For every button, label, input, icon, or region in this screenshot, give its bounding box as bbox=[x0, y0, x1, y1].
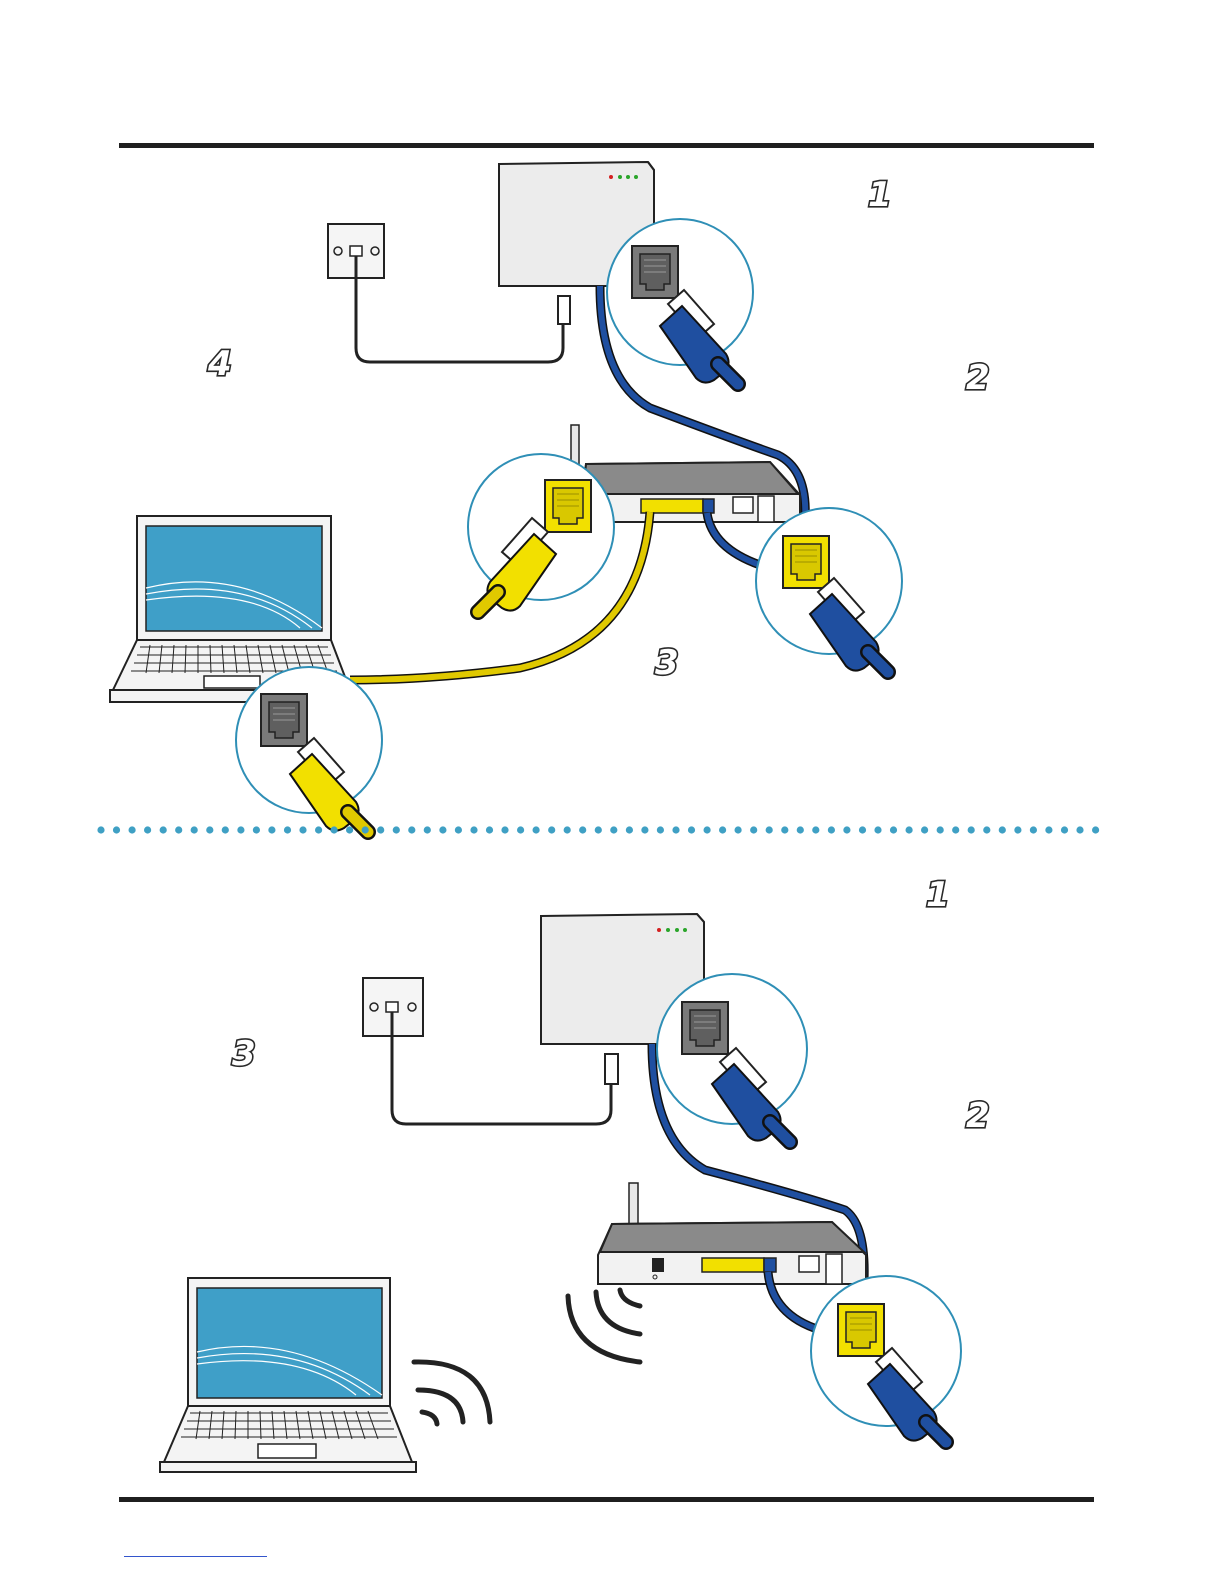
divider-dot bbox=[315, 826, 322, 833]
divider-dot bbox=[828, 826, 835, 833]
divider-dot bbox=[890, 826, 897, 833]
divider-dot bbox=[983, 826, 990, 833]
router-icon bbox=[598, 1222, 866, 1284]
divider-dot bbox=[160, 826, 167, 833]
divider-dot bbox=[129, 826, 136, 833]
step-label-2: 2 bbox=[966, 358, 991, 398]
divider-dot bbox=[486, 826, 493, 833]
laptop-icon bbox=[160, 1278, 416, 1472]
divider-dot bbox=[237, 826, 244, 833]
divider-dot bbox=[517, 826, 524, 833]
zoom-laptop-port bbox=[236, 667, 382, 832]
divider-dot bbox=[579, 826, 586, 833]
divider-dot bbox=[781, 826, 788, 833]
divider-dot bbox=[688, 826, 695, 833]
divider-dot bbox=[952, 826, 959, 833]
step-label-4: 4 bbox=[207, 344, 233, 384]
divider-dot bbox=[377, 826, 384, 833]
zoom-modem-port bbox=[607, 219, 753, 384]
divider-dot bbox=[999, 826, 1006, 833]
step-label-2: 2 bbox=[966, 1096, 991, 1136]
divider-dot bbox=[1076, 826, 1083, 833]
divider-dot bbox=[144, 826, 151, 833]
divider-dot bbox=[548, 826, 555, 833]
wired-setup-diagram: 1 2 3 4 bbox=[110, 162, 991, 832]
step-label-3: 3 bbox=[232, 1034, 257, 1074]
bottom-rule bbox=[119, 1497, 1094, 1502]
zoom-router-lan-port bbox=[468, 454, 614, 612]
divider-dot bbox=[921, 826, 928, 833]
divider-dot bbox=[610, 826, 617, 833]
divider-dot bbox=[657, 826, 664, 833]
divider-dot bbox=[253, 826, 260, 833]
step-label-3: 3 bbox=[655, 643, 680, 683]
dotted-divider bbox=[97, 826, 1099, 833]
divider-dot bbox=[797, 826, 804, 833]
divider-dot bbox=[704, 826, 711, 833]
divider-dot bbox=[1061, 826, 1068, 833]
divider-dot bbox=[284, 826, 291, 833]
divider-dot bbox=[1092, 826, 1099, 833]
divider-dot bbox=[812, 826, 819, 833]
footer-underline bbox=[124, 1556, 267, 1557]
microfilter-icon bbox=[558, 296, 570, 324]
microfilter-icon bbox=[605, 1054, 618, 1084]
divider-dot bbox=[191, 826, 198, 833]
divider-dot bbox=[719, 826, 726, 833]
divider-dot bbox=[470, 826, 477, 833]
divider-dot bbox=[331, 826, 338, 833]
divider-dot bbox=[97, 826, 104, 833]
divider-dot bbox=[1014, 826, 1021, 833]
divider-dot bbox=[859, 826, 866, 833]
divider-dot bbox=[439, 826, 446, 833]
divider-dot bbox=[906, 826, 913, 833]
step-label-1: 1 bbox=[926, 875, 951, 915]
step-label-1: 1 bbox=[868, 175, 893, 215]
divider-dot bbox=[672, 826, 679, 833]
divider-dot bbox=[641, 826, 648, 833]
divider-dot bbox=[455, 826, 462, 833]
divider-dot bbox=[735, 826, 742, 833]
top-rule bbox=[119, 143, 1094, 148]
divider-dot bbox=[564, 826, 571, 833]
divider-dot bbox=[408, 826, 415, 833]
divider-dot bbox=[968, 826, 975, 833]
divider-dot bbox=[222, 826, 229, 833]
divider-dot bbox=[626, 826, 633, 833]
divider-dot bbox=[393, 826, 400, 833]
divider-dot bbox=[750, 826, 757, 833]
divider-dot bbox=[533, 826, 540, 833]
divider-dot bbox=[501, 826, 508, 833]
zoom-modem-port bbox=[657, 974, 807, 1142]
divider-dot bbox=[937, 826, 944, 833]
divider-dot bbox=[206, 826, 213, 833]
divider-dot bbox=[424, 826, 431, 833]
divider-dot bbox=[346, 826, 353, 833]
laptop-wifi-icon bbox=[414, 1362, 490, 1424]
divider-dot bbox=[299, 826, 306, 833]
divider-dot bbox=[175, 826, 182, 833]
divider-dot bbox=[843, 826, 850, 833]
wireless-setup-diagram: 1 2 3 bbox=[160, 875, 991, 1472]
divider-dot bbox=[362, 826, 369, 833]
divider-dot bbox=[874, 826, 881, 833]
divider-dot bbox=[1030, 826, 1037, 833]
zoom-router-wan-port bbox=[756, 508, 902, 672]
divider-dot bbox=[595, 826, 602, 833]
divider-dot bbox=[766, 826, 773, 833]
zoom-router-wan-port bbox=[811, 1276, 961, 1442]
divider-dot bbox=[1045, 826, 1052, 833]
divider-dot bbox=[268, 826, 275, 833]
router-wifi-icon bbox=[568, 1290, 640, 1362]
divider-dot bbox=[113, 826, 120, 833]
